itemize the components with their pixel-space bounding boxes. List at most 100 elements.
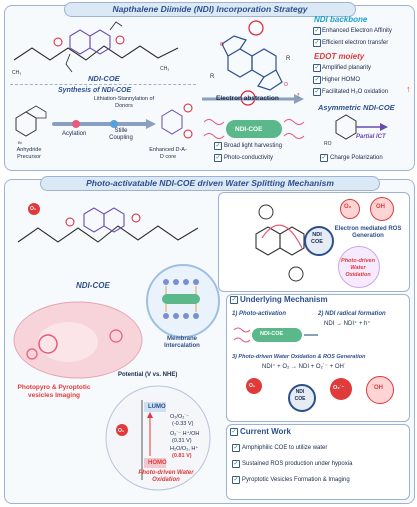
step2-eq: NDI → NDI⁺ + h⁺ bbox=[324, 321, 371, 327]
backbone-title: NDI backbone bbox=[314, 15, 368, 24]
check-icon: ✓ bbox=[230, 296, 238, 304]
step1-label: 1) Photo-activation bbox=[232, 311, 287, 317]
svg-text:O: O bbox=[220, 42, 224, 48]
ndi-core-structure: R R O O bbox=[210, 20, 291, 106]
edot-item-3: Facilitated H₂O oxidation bbox=[322, 89, 389, 95]
zoom-bubble-label: NDI COE bbox=[311, 232, 323, 245]
prop-item-2: Photo-conductivity bbox=[224, 155, 274, 161]
current-work-box bbox=[226, 424, 410, 500]
check-icon: ✓ bbox=[214, 154, 222, 162]
mech-oh-bubble bbox=[366, 376, 394, 404]
backbone-item-1: Enhanced Electron Affinity bbox=[322, 28, 392, 34]
mech-bubble-label: NDI COE bbox=[294, 389, 306, 402]
check-icon: ✓ bbox=[232, 460, 240, 468]
membrane-layers bbox=[162, 279, 200, 319]
current-item-2: Sustained ROS production under hypoxia bbox=[242, 461, 353, 467]
mech-o2-bubble bbox=[246, 378, 262, 394]
potential-6: (0.81 V) bbox=[172, 453, 192, 459]
acylation-label: Acylation bbox=[62, 131, 87, 137]
potential-3: O₂˙⁻ H⁺/OH bbox=[170, 431, 200, 437]
homo-label: HOMO bbox=[148, 460, 167, 466]
edot-item-1: Amplified planarity bbox=[322, 65, 372, 71]
zoom-molecule bbox=[255, 204, 305, 282]
check-icon: ✓ bbox=[313, 88, 321, 96]
water-ox-text: Photo-driven Water Oxidation bbox=[341, 258, 375, 278]
current-item-3: Pyroptotic Vesicles Formation & Imaging bbox=[242, 477, 350, 483]
arrow-up-icon: ↑ bbox=[406, 84, 411, 94]
polymer-chain-bottom bbox=[17, 207, 199, 243]
prop-item-1: Broad light harvesting bbox=[224, 143, 283, 149]
svg-text:RO: RO bbox=[324, 141, 332, 147]
o2-left-label: O₂ bbox=[30, 206, 37, 212]
potential-5: H₂O/O₂, H⁺ bbox=[170, 446, 199, 452]
check-icon: ✓ bbox=[313, 27, 321, 35]
membrane-label: Membrane Intercalation bbox=[164, 336, 200, 349]
mech-title: Underlying Mechanism bbox=[240, 295, 328, 304]
top-chip-label: NDI-COE bbox=[235, 126, 263, 133]
edot-item-2: Higher HOMO bbox=[322, 77, 361, 83]
chip-light-diagram bbox=[203, 119, 305, 139]
potential-2: (-0.33 V) bbox=[172, 421, 194, 427]
synthesis-box bbox=[10, 84, 196, 163]
check-icon: ✓ bbox=[230, 428, 238, 436]
mech-o2r-label: O₂˙⁻ bbox=[333, 385, 345, 391]
potential-4: (0.31 V) bbox=[172, 438, 192, 444]
bottom-banner: Photo-activatable NDI-COE driven Water S… bbox=[40, 176, 380, 191]
svg-text:CH₃: CH₃ bbox=[12, 70, 21, 76]
top-banner-text: Napthalene Diimide (NDI) Incorporation S… bbox=[112, 4, 308, 14]
check-icon: ✓ bbox=[214, 142, 222, 150]
bottom-ndi-coe-label: NDI-COE bbox=[76, 281, 110, 290]
step3-label: 3) Photo-driven Water Oxidation & ROS Ge… bbox=[232, 354, 366, 360]
o2-label: O₂ bbox=[344, 204, 352, 210]
o2-energy-label: O₂ bbox=[118, 428, 125, 434]
energy-diagram bbox=[105, 385, 211, 491]
polymer-chain-top: CH₃ CH₃ bbox=[12, 21, 179, 76]
current-item-1: Amphiphilic COE to utilize water bbox=[242, 445, 328, 451]
step2-label: 2) NDI radical formation bbox=[318, 311, 386, 317]
check-icon: ✓ bbox=[320, 154, 328, 162]
water-ox-bubble bbox=[338, 246, 380, 288]
oh-label: ˙OH bbox=[374, 204, 385, 210]
check-icon: ✓ bbox=[232, 444, 240, 452]
top-banner: Napthalene Diimide (NDI) Incorporation S… bbox=[64, 2, 356, 17]
ros-text: Electron mediated ROS Generation bbox=[334, 226, 402, 239]
route-step-label: Lithiation-Stannylation of Donors bbox=[93, 96, 155, 109]
current-title: Current Work bbox=[240, 427, 291, 436]
lumo-label: LUMO bbox=[148, 404, 166, 410]
precursor-label: Anhydride Precursor bbox=[16, 147, 42, 160]
charge-pol-label: Charge Polarization bbox=[330, 155, 383, 161]
o2-bubble bbox=[340, 199, 360, 219]
check-icon: ✓ bbox=[313, 76, 321, 84]
check-icon: ✓ bbox=[232, 476, 240, 484]
abstraction-arrow bbox=[202, 94, 304, 104]
arrow-up-icon: ↑ bbox=[296, 90, 301, 100]
svg-text:Br: Br bbox=[18, 140, 23, 145]
step3-eq: NDI⁺ + O₂ → NDI + O₂˙⁻ + OH˙ bbox=[262, 364, 346, 370]
vesicle-cell bbox=[13, 301, 143, 379]
check-icon: ✓ bbox=[313, 39, 321, 47]
stille-label: Stille Coupling bbox=[109, 128, 133, 141]
check-icon: ✓ bbox=[313, 64, 321, 72]
svg-text:CH₃: CH₃ bbox=[160, 66, 169, 72]
bottom-banner-text: Photo-activatable NDI-COE driven Water S… bbox=[86, 178, 334, 188]
vesicles-label: Photopyro & Pyroptotic vesicles Imaging bbox=[17, 384, 91, 399]
mech-chip-label: NDI-COE bbox=[260, 331, 284, 337]
mech-oh-label: ˙OH bbox=[372, 385, 383, 391]
mech-chip bbox=[233, 327, 318, 343]
enhanced-label: Enhanced D-A-D core bbox=[149, 147, 187, 160]
backbone-item-2: Efficient electron transfer bbox=[322, 40, 389, 46]
ndi-coe-zoom-bubble bbox=[304, 226, 334, 256]
potential-1: O₂/O₂˙⁻ bbox=[170, 414, 190, 420]
synthesis-title: Synthesis of NDI-COE bbox=[58, 87, 132, 94]
photo-water-label: Photo-driven Water Oxidation bbox=[138, 470, 194, 483]
svg-text:R: R bbox=[286, 56, 291, 62]
mech-ndi-bubble bbox=[288, 384, 316, 412]
potential-label: Potential (V vs. NHE) bbox=[118, 372, 178, 378]
partial-ict-label: Partial ICT bbox=[356, 134, 386, 140]
synthesis-arrows: Br bbox=[15, 103, 193, 145]
top-panel bbox=[4, 5, 415, 171]
mech-o2-label: O₂ bbox=[249, 383, 256, 389]
edot-title: EDOT moiety bbox=[314, 52, 365, 61]
asym-title: Asymmetric NDI-COE bbox=[318, 103, 395, 112]
asym-structure: RO bbox=[324, 114, 388, 147]
